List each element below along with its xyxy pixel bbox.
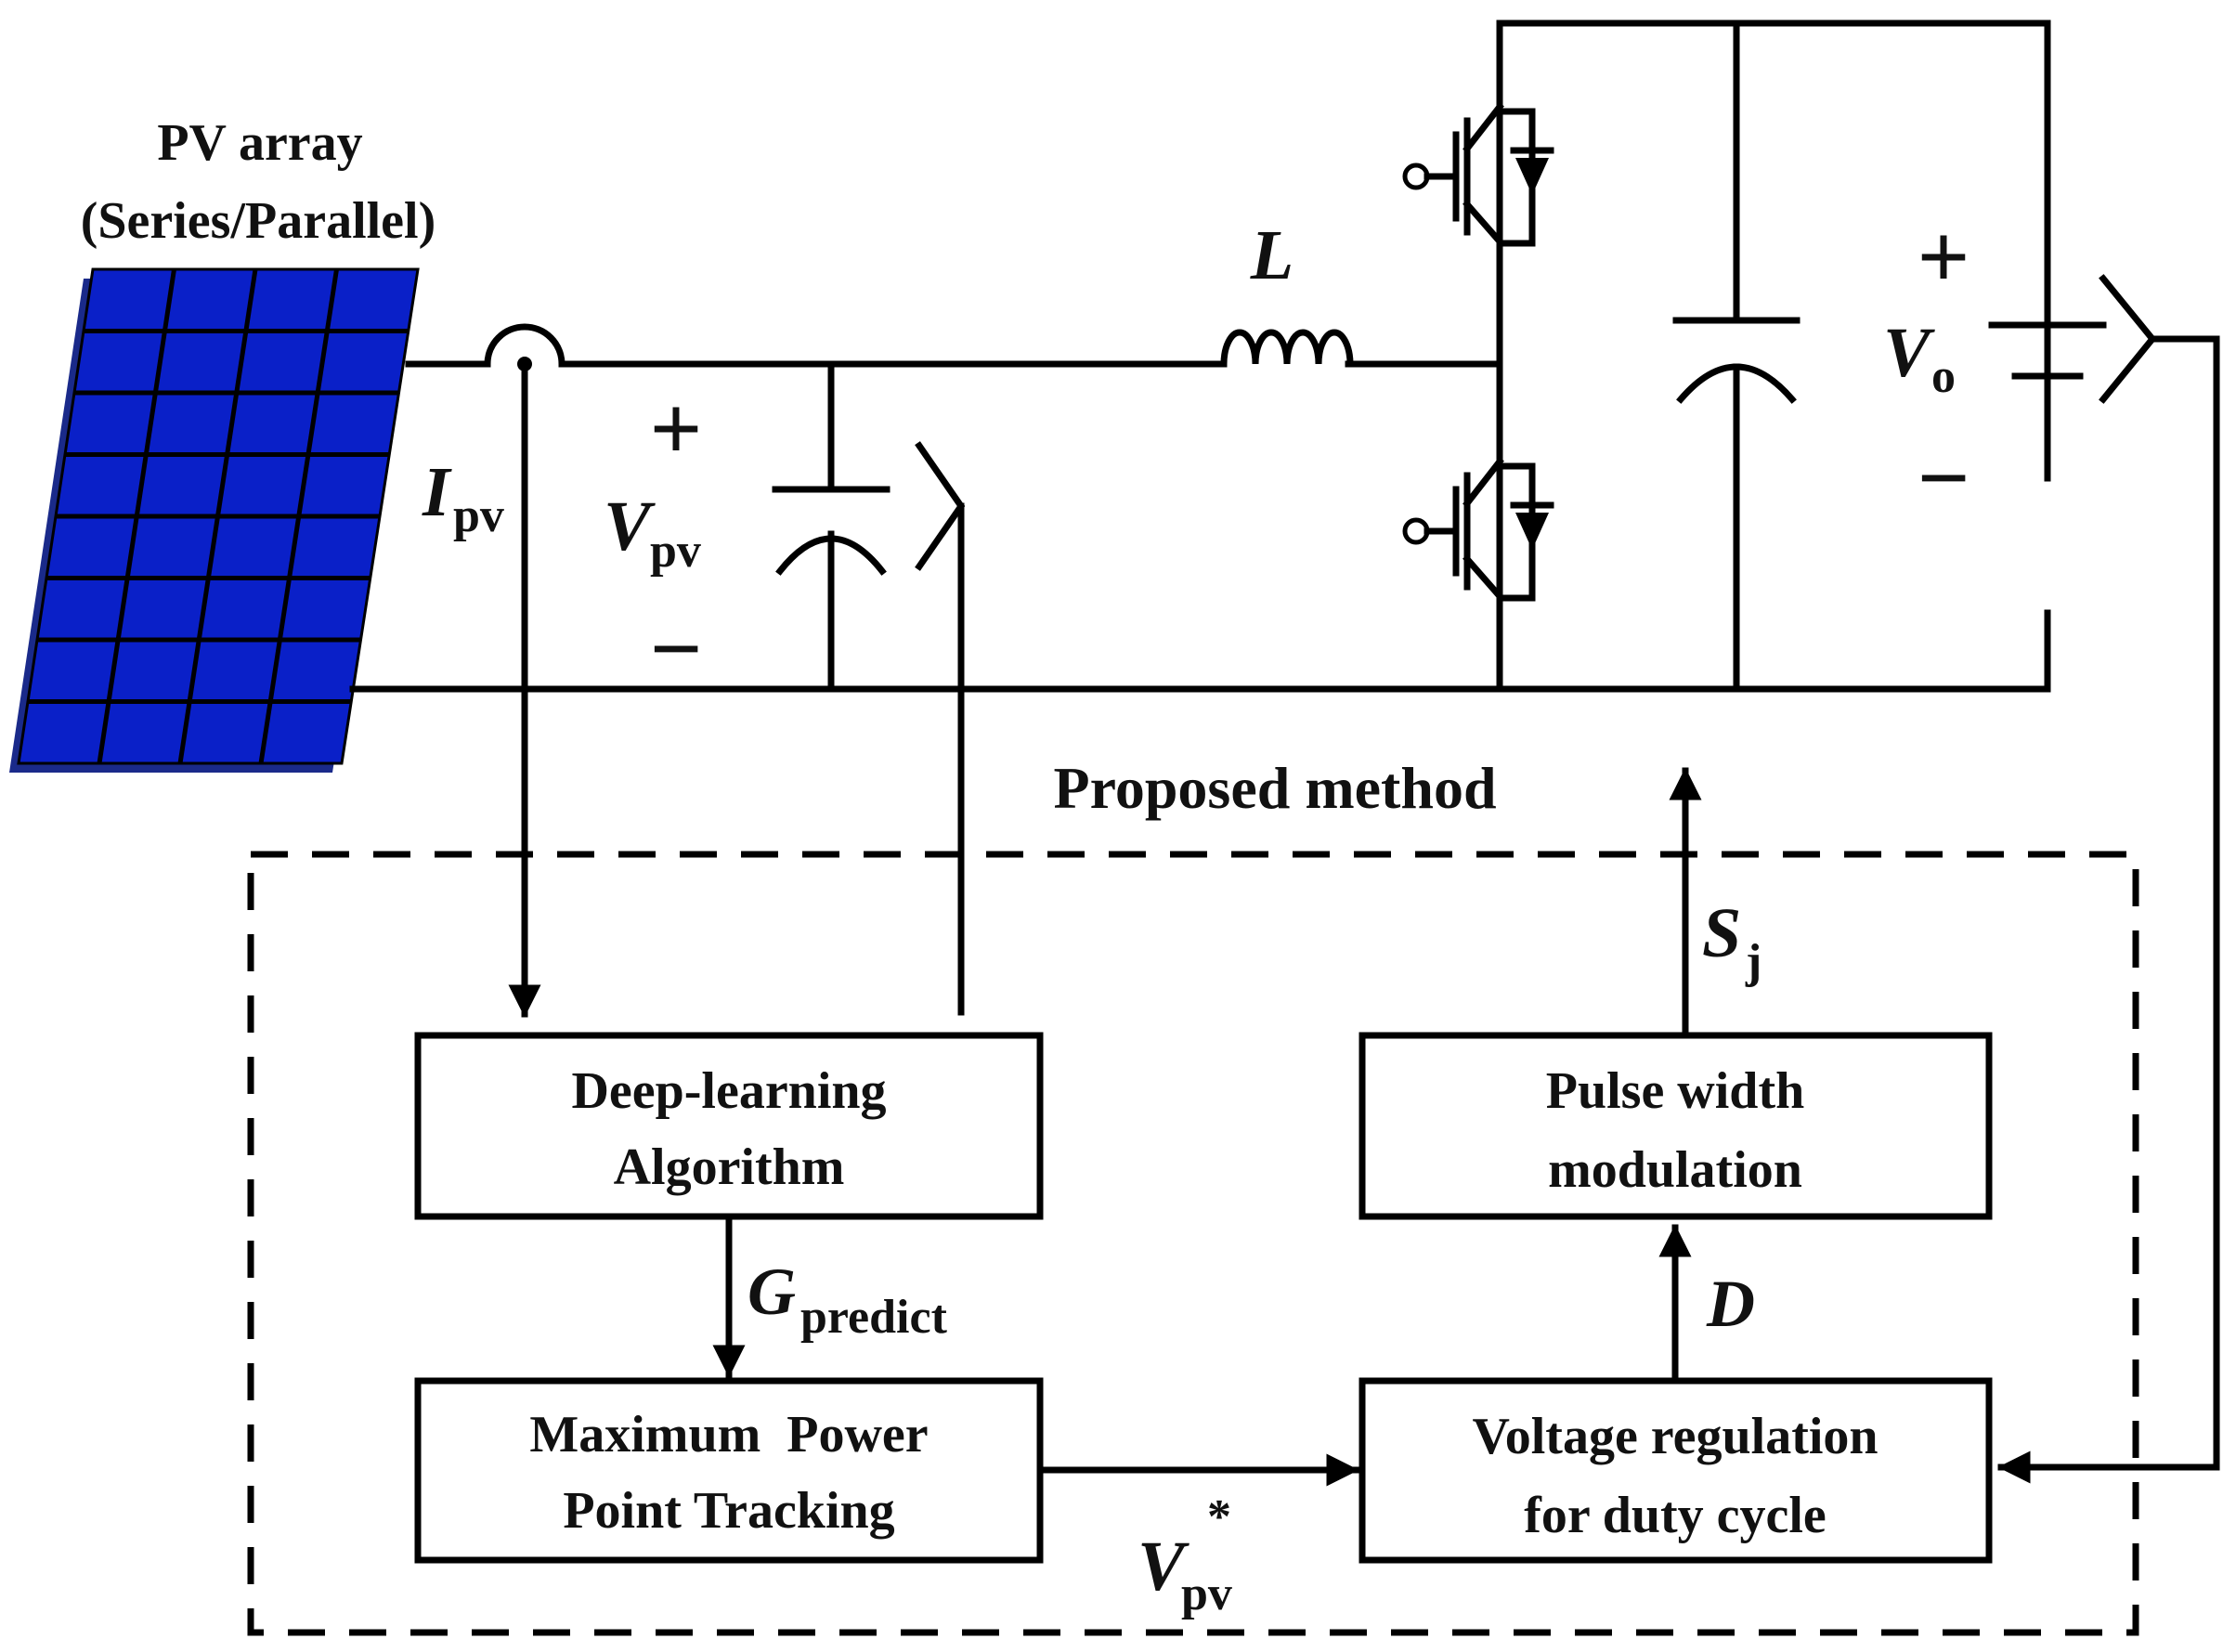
vo-sensor-icon <box>2001 274 2220 1467</box>
current-sensor-dot <box>517 357 532 371</box>
vpv-label: V <box>604 488 656 566</box>
vpv-minus-sign: − <box>650 597 703 700</box>
pv-panel-grid <box>28 268 409 764</box>
pv-array-title: PV array <box>157 114 362 172</box>
vref-label-subscript: pv <box>1181 1567 1232 1620</box>
mppt-block <box>414 1377 1044 1564</box>
duty-label: D <box>1706 1267 1755 1341</box>
dc-link-bottom-bus <box>1496 609 2051 693</box>
voltage-regulation-line1: Voltage regulation <box>1472 1408 1878 1465</box>
pwm-line1: Pulse width <box>1546 1062 1805 1120</box>
inductor-label: L <box>1250 216 1294 294</box>
lower-switch-icon <box>1402 457 1554 602</box>
vref-label-superscript: * <box>1207 1490 1231 1543</box>
vo-minus-sign: − <box>1918 426 1970 529</box>
vo-label-subscript: o <box>1931 350 1956 403</box>
mppt-line1: Maximum Power <box>529 1406 928 1463</box>
sj-label: S <box>1702 894 1741 972</box>
vpv-label-subscript: pv <box>650 525 701 578</box>
proposed-method-boundary <box>247 851 2139 1636</box>
proposed-method-title: Proposed method <box>1053 755 1496 821</box>
current-label-subscript: pv <box>453 489 504 542</box>
upper-switch-icon <box>1402 102 1554 247</box>
gpredict-label-subscript: predict <box>800 1291 948 1344</box>
deep-learning-line1: Deep-learning <box>571 1062 886 1120</box>
pwm-block <box>1358 1032 1993 1220</box>
vpv-sensor-icon <box>915 441 966 1016</box>
voltage-regulation-block <box>1358 1377 1993 1564</box>
vpv-plus-sign: + <box>650 377 703 480</box>
mppt-line2: Point Tracking <box>563 1482 894 1540</box>
deep-learning-line2: Algorithm <box>614 1138 845 1196</box>
vref-label: V <box>1138 1528 1190 1606</box>
gpredict-label: G <box>748 1255 796 1329</box>
vo-plus-sign: + <box>1918 205 1970 308</box>
current-label: I <box>422 453 452 531</box>
sj-label-subscript: j <box>1745 935 1762 988</box>
pv-array-subtitle: (Series/Parallel) <box>81 192 436 250</box>
voltage-regulation-line2: for duty cycle <box>1524 1487 1826 1544</box>
pv-array-icon <box>9 267 420 773</box>
vo-label: V <box>1883 314 1935 392</box>
deep-learning-block <box>414 1032 1044 1220</box>
pwm-line2: modulation <box>1548 1141 1802 1199</box>
current-sensor-loop <box>484 323 566 368</box>
inductor-icon <box>1220 329 1354 368</box>
